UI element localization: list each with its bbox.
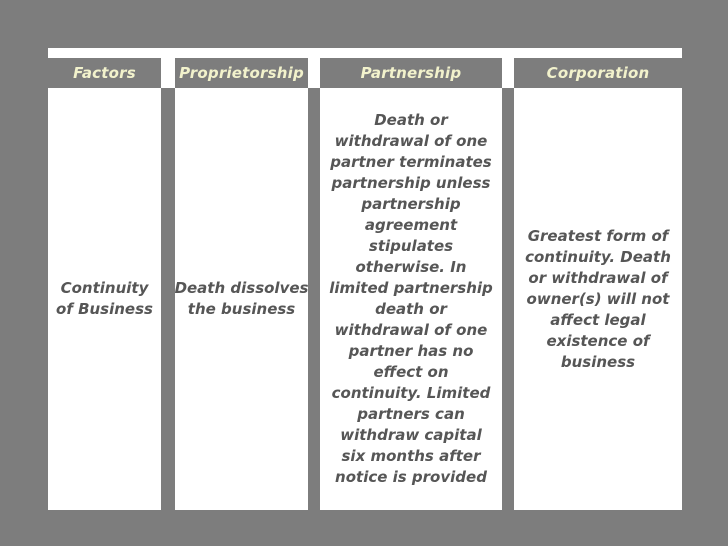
header-gap-strip bbox=[308, 48, 320, 88]
cell-partnership-continuity: Death or withdrawal of one partner termi… bbox=[320, 88, 502, 510]
column-header-proprietorship: Proprietorship bbox=[179, 64, 304, 82]
column-top-bar bbox=[514, 48, 682, 58]
column-header-partnership: Partnership bbox=[360, 64, 462, 82]
column-header-corporation: Corporation bbox=[546, 64, 650, 82]
column-proprietorship: Proprietorship Death dissolves the busin… bbox=[175, 48, 308, 510]
cell-proprietorship-continuity: Death dissolves the business bbox=[175, 88, 308, 510]
column-header-factors: Factors bbox=[73, 64, 136, 82]
cell-corporation-continuity: Greatest form of continuity. Death or wi… bbox=[514, 88, 682, 510]
column-partnership: Partnership Death or withdrawal of one p… bbox=[320, 48, 502, 510]
column-corporation: Corporation Greatest form of continuity.… bbox=[514, 48, 682, 510]
column-factors: Factors Continuity of Business bbox=[48, 48, 161, 510]
cell-factors-continuity: Continuity of Business bbox=[48, 88, 161, 510]
header-gap-strip bbox=[161, 48, 175, 88]
column-top-bar bbox=[48, 48, 161, 58]
column-top-bar bbox=[175, 48, 308, 58]
header-gap-strip bbox=[502, 48, 514, 88]
column-top-bar bbox=[320, 48, 502, 58]
